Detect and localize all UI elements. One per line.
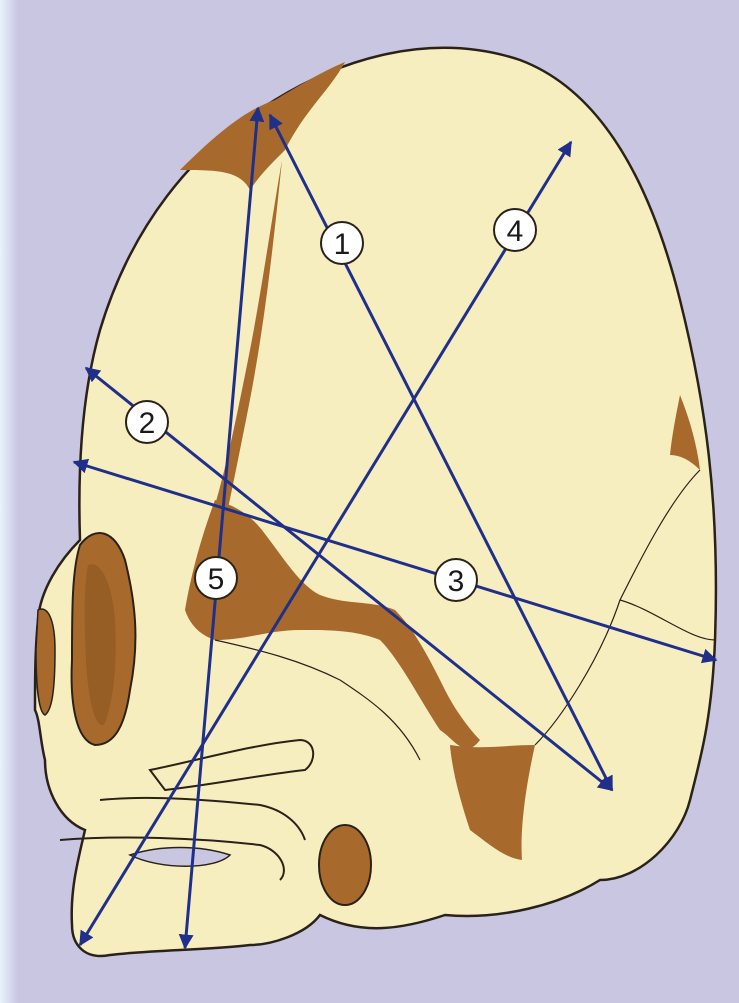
marker-2-label: 2: [139, 407, 156, 440]
marker-3-label: 3: [448, 565, 465, 598]
marker-2: 2: [126, 401, 168, 443]
ear-canal: [319, 825, 371, 905]
marker-5: 5: [195, 557, 237, 599]
marker-4-label: 4: [507, 215, 524, 248]
left-edge-glow: [0, 0, 18, 1003]
marker-1-label: 1: [334, 228, 351, 261]
nasal-bone: [36, 609, 55, 715]
marker-4: 4: [494, 209, 536, 251]
marker-3: 3: [435, 559, 477, 601]
marker-1: 1: [321, 222, 363, 264]
marker-5-label: 5: [208, 563, 225, 596]
